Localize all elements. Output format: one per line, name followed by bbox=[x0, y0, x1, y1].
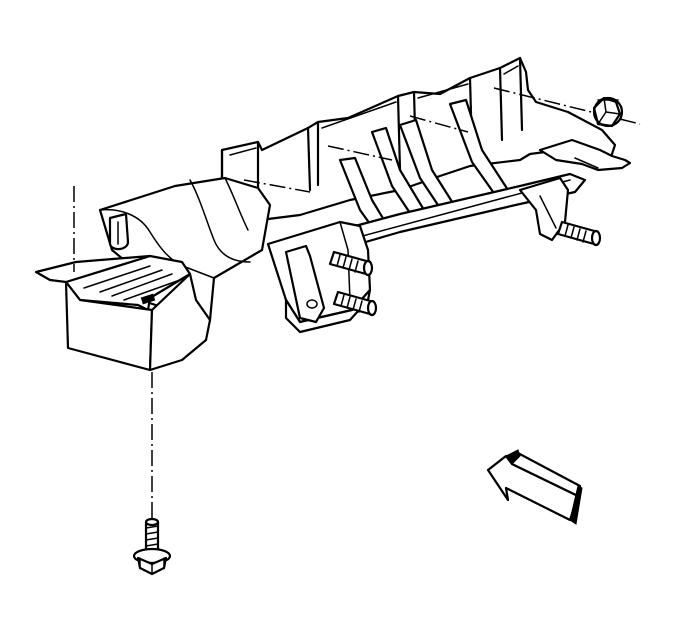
crossmember-assembly bbox=[34, 56, 632, 372]
stud-lower-center bbox=[332, 290, 378, 317]
flange-nut bbox=[592, 96, 624, 128]
stud-upper-center bbox=[328, 250, 374, 277]
front-direction-arrow bbox=[486, 449, 583, 525]
mount-studs bbox=[328, 220, 602, 317]
mounting-bolt bbox=[132, 517, 172, 576]
stud-right bbox=[556, 220, 602, 247]
